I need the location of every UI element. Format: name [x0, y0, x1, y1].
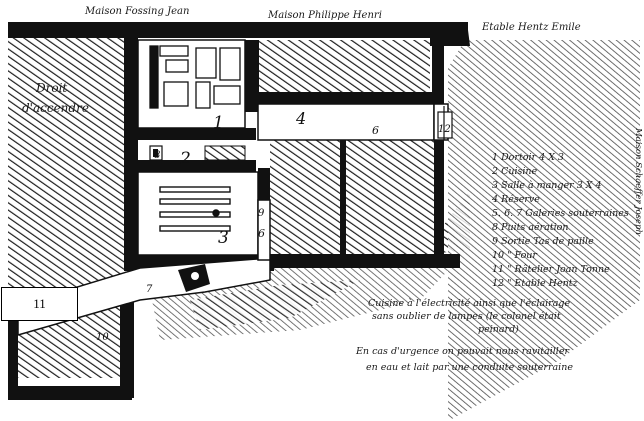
walls — [8, 22, 470, 400]
dormitory-furniture — [149, 45, 241, 109]
label-box-11: 11 — [1, 287, 78, 321]
label-maison-fossing: Maison Fossing Jean — [84, 6, 189, 17]
legend-item: 5. 6. 7 Galeries souterraines — [492, 208, 629, 219]
legend-item: 3 Salle à manger 3 X 4 — [492, 180, 602, 191]
stable-entrance — [437, 106, 453, 140]
kitchen-items — [149, 145, 246, 161]
room-1-number: 1 — [213, 113, 224, 133]
room-6b-number: 6 — [258, 227, 265, 240]
note-line-5: en eau et lait par une conduite souterra… — [366, 362, 573, 373]
legend-item: 10 " Four — [492, 250, 537, 261]
label-maison-philippe: Maison Philippe Henri — [267, 10, 382, 21]
room-8-number: 8 — [154, 150, 160, 161]
note-line-2: sans oublier de lampes (le colonel était — [372, 311, 561, 322]
room-10-number: 10 — [96, 332, 109, 343]
room-3-number: 3 — [218, 228, 229, 248]
note-line-1: Cuisine à l'électricité ainsi que l'écla… — [368, 298, 571, 309]
label-etable-hentz: Etable Hentz Emile — [481, 22, 581, 33]
legend-item: 4 Réserve — [492, 194, 540, 205]
legend-item: 11 " Râtelier Joan Tonne — [492, 264, 610, 275]
label-droit-line1: Droit — [35, 81, 67, 95]
room-6-number: 6 — [372, 124, 379, 137]
label-vertical-schaeffer: Maison Schaeffer Joseph — [633, 127, 643, 235]
legend-item: 8 Puits aération — [492, 222, 569, 233]
dining-tables — [159, 186, 231, 232]
room-9-number: 9 — [258, 208, 265, 219]
label-droit-line2: d'accendre — [22, 101, 89, 115]
note-line-4: En cas d'urgence on pouvait nous ravitai… — [356, 346, 569, 357]
hatched-ground — [8, 38, 640, 420]
room-numbers: 1 2 3 4 6 6 7 8 9 10 12 — [96, 109, 451, 343]
legend-item: 2 Cuisine — [492, 166, 538, 177]
room-2-number: 2 — [179, 149, 191, 169]
legend-item: 12 " Etable Hentz — [492, 278, 578, 289]
legend-item: 1 Dortoir 4 X 3 — [492, 152, 564, 163]
note-line-3: peinard) — [478, 324, 519, 335]
oven-icon — [178, 264, 210, 292]
room-4-number: 4 — [295, 109, 306, 128]
neighbor-labels: Maison Fossing Jean Maison Philippe Henr… — [22, 6, 643, 235]
room-7-number: 7 — [146, 284, 153, 295]
legend-item: 9 Sortie Tas de paille — [492, 236, 594, 247]
room-12-number: 12 — [438, 124, 451, 135]
